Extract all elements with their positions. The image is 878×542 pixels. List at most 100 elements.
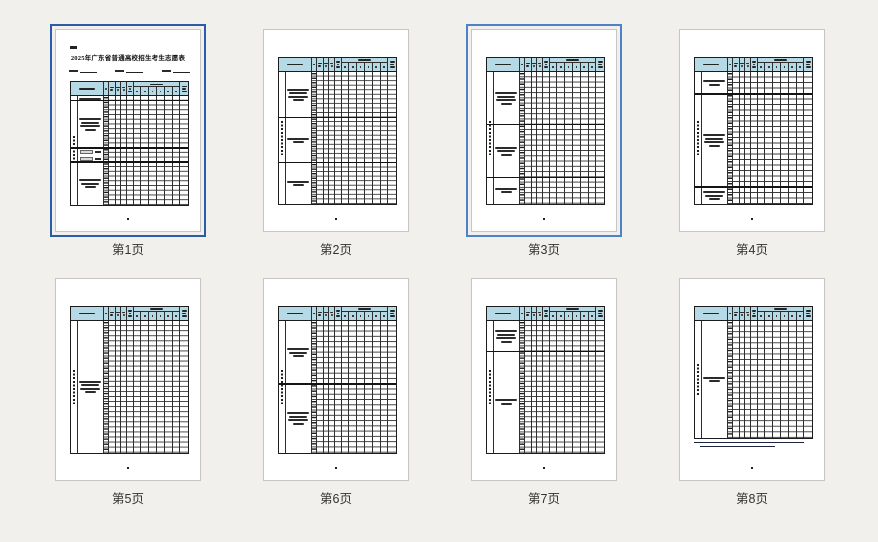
parallel-option-columns [548, 321, 596, 453]
header-cell-last [595, 58, 604, 72]
parallel-option-columns [340, 321, 388, 453]
header-cell [114, 82, 121, 96]
option-number-mark [768, 315, 770, 317]
data-column [787, 72, 796, 204]
group-header-cell [564, 63, 572, 72]
header-cell [732, 307, 738, 321]
section-label-column [700, 321, 727, 438]
section-label-cell [702, 187, 727, 203]
page-thumbnail[interactable] [263, 278, 409, 481]
option-number-mark [144, 90, 146, 92]
label-text-mark [500, 102, 512, 105]
header-text-mark [128, 310, 132, 312]
header-group-parallel-options [132, 82, 180, 96]
data-column-last [803, 321, 813, 438]
field-blank [161, 69, 190, 74]
data-column-last [595, 321, 605, 453]
page-thumbnail[interactable]: 2025年广东省普通高校招生考生志愿表 [50, 24, 206, 237]
group-header-top [549, 58, 596, 64]
data-column-last [179, 96, 189, 205]
section-label-cell [78, 321, 103, 453]
parallel-option-columns [548, 72, 596, 204]
page-thumbnail[interactable] [679, 278, 825, 481]
header-text-mark [740, 314, 744, 316]
header-text-mark [773, 59, 788, 61]
section-divider [71, 161, 189, 163]
header-text-mark [565, 308, 580, 310]
label-text-mark [287, 180, 310, 183]
page-thumbnail[interactable] [679, 29, 825, 232]
data-column [750, 72, 757, 204]
header-cell-school-name [487, 307, 519, 320]
shaded-label-row [78, 156, 103, 162]
header-cell-number [310, 307, 316, 321]
option-number-mark [175, 315, 177, 317]
header-cell [316, 307, 322, 321]
header-text-mark [544, 310, 548, 312]
option-number-mark [768, 66, 770, 68]
data-column [140, 96, 149, 205]
label-text-mark [495, 330, 518, 333]
option-number-mark [567, 66, 570, 68]
page-label: 第2页 [320, 243, 352, 257]
label-text-mark [80, 125, 101, 128]
section-label-column [492, 321, 519, 453]
row-number-column [102, 321, 109, 453]
header-cell-number [518, 307, 524, 321]
label-text-mark [95, 150, 101, 153]
group-header-cell [587, 63, 596, 72]
row-number-column [518, 321, 525, 453]
header-text-mark [526, 65, 530, 67]
header-text-mark [538, 65, 542, 67]
header-text-mark [330, 314, 334, 316]
option-number-mark [791, 315, 793, 317]
header-text-mark [544, 315, 548, 317]
page-thumbnail[interactable] [55, 278, 201, 481]
header-text-mark [128, 88, 132, 90]
header-text-mark [805, 61, 811, 63]
header-text-mark [544, 66, 548, 68]
section-divider [71, 99, 189, 102]
header-text-mark [116, 311, 120, 314]
parallel-option-columns [756, 72, 804, 204]
left-category-column [487, 321, 492, 453]
header-cell [334, 58, 340, 72]
header-text-mark [318, 62, 322, 65]
group-header-top [341, 307, 388, 313]
label-text-mark [292, 99, 304, 102]
group-header-top [133, 82, 180, 88]
data-column [171, 321, 180, 453]
group-header-top [341, 58, 388, 64]
header-text-mark [526, 311, 530, 314]
option-number-mark [159, 90, 162, 92]
group-header-cell [342, 312, 349, 320]
group-header-cell [780, 312, 788, 321]
data-column [772, 321, 780, 438]
form-table [486, 57, 606, 205]
page-number-dot [543, 466, 545, 469]
table-header [487, 58, 605, 73]
data-column [334, 321, 341, 453]
header-text-mark [703, 312, 720, 315]
group-header-top [757, 307, 804, 313]
left-category-column [695, 72, 700, 204]
header-text-mark [598, 63, 603, 66]
group-header-cell [371, 63, 380, 72]
page-thumbnail[interactable] [466, 24, 622, 237]
option-number-mark [775, 66, 778, 68]
page-thumbnail[interactable] [471, 278, 617, 481]
table-body [695, 321, 813, 438]
header-text-mark [182, 312, 187, 315]
label-text-mark [84, 128, 96, 131]
page-label: 第6页 [320, 492, 352, 506]
data-column [120, 321, 127, 453]
form-table [278, 57, 398, 205]
label-text-mark [292, 355, 304, 358]
page-thumbnail[interactable] [263, 29, 409, 232]
header-group-parallel-options [756, 307, 804, 321]
header-text-mark [181, 310, 187, 312]
header-text-mark [336, 315, 340, 317]
section-label-cell [494, 178, 519, 204]
header-cell [530, 58, 537, 72]
table-header [71, 307, 189, 322]
